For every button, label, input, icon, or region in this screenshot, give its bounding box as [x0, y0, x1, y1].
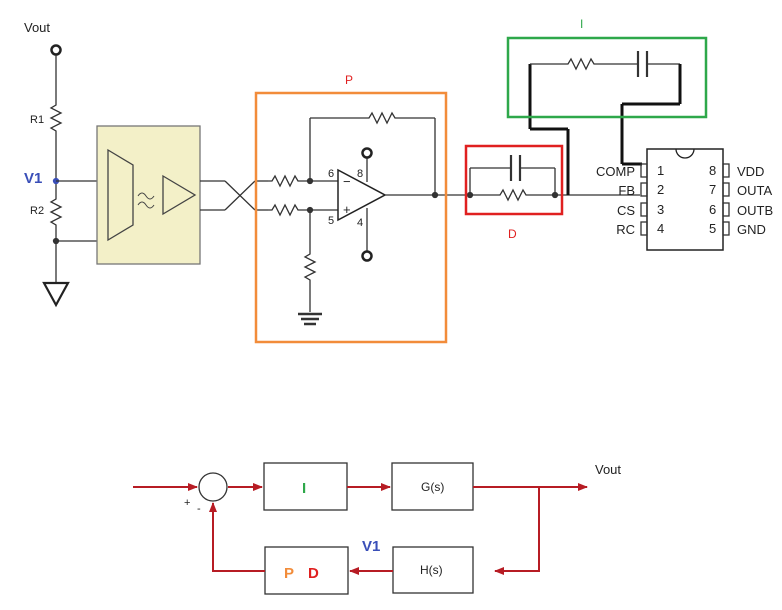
ic-pin-number-left: 4	[657, 221, 664, 236]
ic-pin-box	[722, 202, 730, 217]
ic-pin-number-left: 2	[657, 182, 664, 197]
i-section-box	[506, 36, 708, 119]
integrator-block-label: I	[302, 480, 306, 497]
controller-ic-right-pins	[722, 163, 730, 236]
pd-block	[264, 546, 349, 595]
opamp-pin-6: 6	[328, 168, 334, 180]
d-section-label: D	[508, 227, 517, 241]
ic-pin-box	[640, 163, 648, 178]
plant-block-label: G(s)	[421, 480, 444, 494]
r1-label: R1	[30, 114, 44, 126]
pd-block-d-label: D	[308, 565, 319, 582]
node-dot	[466, 191, 474, 199]
opamp-plus-sign: +	[343, 202, 351, 217]
ic-pin-box	[640, 182, 648, 197]
summing-plus-sign: +	[184, 497, 190, 509]
opamp-symbol	[337, 168, 387, 222]
ic-pin-number-right: 5	[709, 221, 716, 236]
feedback-block-label: H(s)	[420, 563, 443, 577]
input-resistor-top	[268, 174, 310, 188]
optocoupler-amplifier-icon	[162, 174, 197, 216]
ic-pin-number-right: 8	[709, 163, 716, 178]
ic-pin-box	[640, 202, 648, 217]
vout-terminal-label: Vout	[24, 20, 50, 35]
ic-pin-name-right: VDD	[737, 164, 764, 179]
ic-pin-name-right: GND	[737, 222, 766, 237]
summing-minus-sign: -	[197, 503, 201, 515]
p-section-label: P	[345, 73, 353, 87]
opamp-pin-5: 5	[328, 215, 334, 227]
ic-pin-number-left: 1	[657, 163, 664, 178]
ground-resistor	[303, 250, 317, 312]
input-resistor-bottom	[268, 203, 310, 217]
feedback-path-down	[494, 487, 540, 575]
i-section-label: I	[580, 17, 583, 31]
d-section-box	[464, 144, 564, 216]
ic-pin-name-left: RC	[616, 222, 635, 237]
optocoupler-light-icon	[137, 192, 155, 209]
controller-ic-body	[646, 148, 724, 251]
ic-pin-number-left: 3	[657, 202, 664, 217]
opamp-supply-top-terminal	[361, 147, 373, 159]
optocoupler-led-icon	[107, 148, 134, 242]
r1-resistor	[49, 100, 63, 136]
ic-pin-box	[722, 182, 730, 197]
opamp-pin-4: 4	[357, 217, 363, 229]
p-section-box	[254, 91, 448, 344]
ic-pin-box	[722, 221, 730, 236]
plant-block	[391, 462, 474, 511]
ic-pin-name-left: CS	[617, 203, 635, 218]
summing-junction	[198, 472, 228, 502]
feedback-block	[392, 546, 474, 594]
d-resistor	[470, 188, 555, 202]
feedback-to-junction-arrow	[209, 502, 265, 572]
block-diagram: + - I G(s) Vout H(s) V1 P D	[133, 462, 621, 595]
i-resistor	[565, 57, 637, 71]
schematic: Vout R1 R2 V1	[24, 17, 773, 344]
ic-pin-name-left: COMP	[596, 164, 635, 179]
integrator-block	[263, 462, 348, 511]
node-dot	[52, 237, 60, 245]
feedback-signal-label: V1	[362, 538, 380, 555]
ic-pin-name-left: FB	[618, 183, 635, 198]
pd-block-p-label: P	[284, 565, 294, 582]
feedback-resistor	[365, 111, 435, 125]
ic-pin-number-right: 7	[709, 182, 716, 197]
controller-ic-notch	[675, 148, 695, 159]
opamp-supply-bottom-terminal	[361, 250, 373, 262]
ground-triangle	[42, 281, 70, 308]
v1-label: V1	[24, 170, 42, 187]
ic-pin-name-right: OUTA	[737, 183, 772, 198]
opamp-pin-8: 8	[357, 168, 363, 180]
ic-pin-box	[722, 163, 730, 178]
ic-pin-number-right: 6	[709, 202, 716, 217]
r2-label: R2	[30, 205, 44, 217]
opamp-minus-sign: −	[343, 174, 351, 189]
controller-ic-left-pins	[640, 163, 648, 236]
optocoupler-box	[96, 125, 201, 265]
output-label: Vout	[595, 462, 621, 477]
ic-pin-name-right: OUTB	[737, 203, 773, 218]
vout-terminal	[50, 44, 62, 56]
r2-resistor	[49, 195, 63, 228]
crossed-wire-2	[224, 180, 256, 211]
node-dot	[431, 191, 439, 199]
ic-pin-box	[640, 221, 648, 236]
